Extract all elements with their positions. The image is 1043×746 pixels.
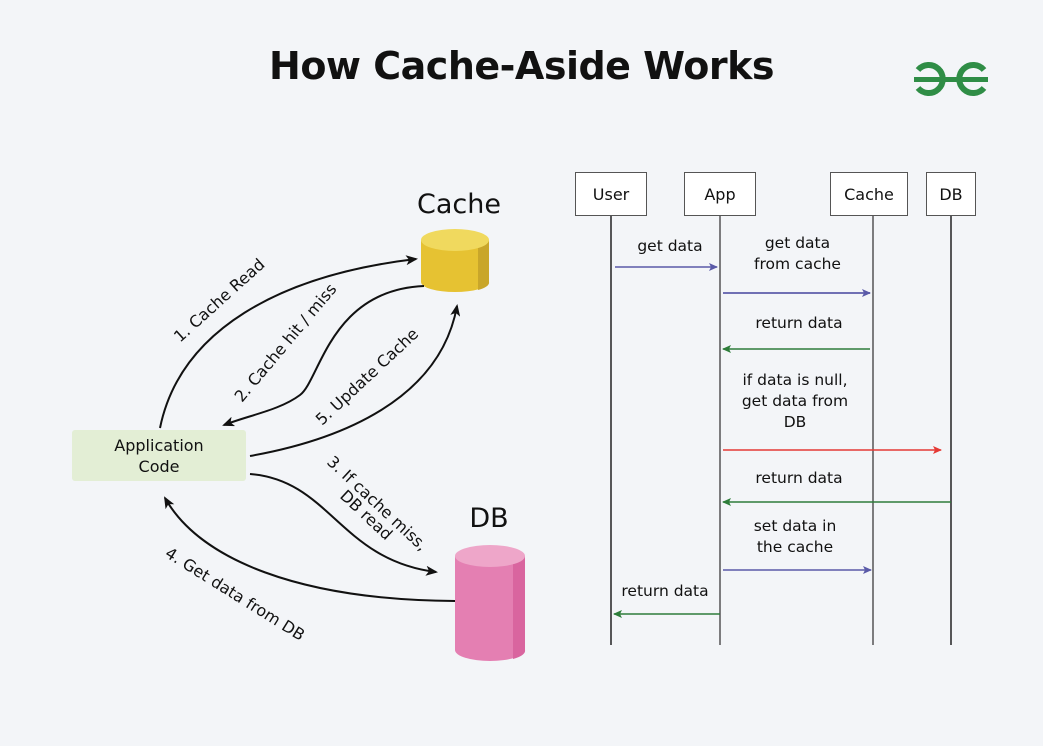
step-5-label: 5. Update Cache bbox=[312, 324, 422, 429]
msg-label-line: the cache bbox=[756, 538, 834, 556]
arrow-update-cache bbox=[249, 304, 461, 457]
db-cylinder-icon bbox=[455, 545, 526, 661]
arrow-cache-read bbox=[159, 255, 418, 429]
actor-app: App bbox=[684, 172, 756, 216]
application-code-node: Application Code bbox=[72, 430, 246, 481]
step-3-label-line1: 3. If cache miss, bbox=[323, 452, 431, 555]
page-title: How Cache-Aside Works bbox=[269, 44, 774, 88]
msg-label-line: DB bbox=[783, 413, 807, 431]
msg-label-line: get data bbox=[637, 237, 703, 255]
msg-label-line: return data bbox=[755, 469, 843, 487]
msg-label-line: from cache bbox=[754, 255, 841, 273]
msg-label-line: set data in bbox=[753, 517, 837, 535]
msg-label-line: return data bbox=[621, 582, 709, 600]
arrow-cache-hit-miss bbox=[222, 285, 425, 427]
msg-label-db-return: return data bbox=[730, 468, 868, 489]
app-node-line2: Code bbox=[138, 456, 180, 476]
cache-cylinder-icon bbox=[421, 229, 490, 292]
msg-label-line: get data from bbox=[741, 392, 849, 410]
actor-db: DB bbox=[926, 172, 976, 216]
arrow-db-read bbox=[249, 473, 438, 576]
arrow-get-data-from-db bbox=[164, 496, 456, 602]
actor-cache: Cache bbox=[830, 172, 908, 216]
msg-label-set-cache: set data in the cache bbox=[725, 516, 865, 558]
cache-node-label: Cache bbox=[417, 189, 501, 220]
msg-label-return-user: return data bbox=[612, 581, 718, 602]
step-2-label: 2. Cache hit / miss bbox=[231, 280, 341, 406]
actor-user: User bbox=[575, 172, 647, 216]
app-node-line1: Application bbox=[114, 435, 204, 455]
db-node-label: DB bbox=[469, 503, 508, 534]
msg-label-get-from-db: if data is null, get data from DB bbox=[725, 370, 865, 433]
msg-label-line: if data is null, bbox=[742, 371, 848, 389]
msg-label-line: get data bbox=[764, 234, 831, 252]
geeksforgeeks-logo-icon bbox=[914, 62, 988, 96]
msg-label-get-data: get data bbox=[620, 236, 720, 257]
msg-label-get-from-cache: get data from cache bbox=[730, 233, 865, 275]
msg-label-cache-return: return data bbox=[730, 313, 868, 334]
msg-label-line: return data bbox=[755, 314, 843, 332]
